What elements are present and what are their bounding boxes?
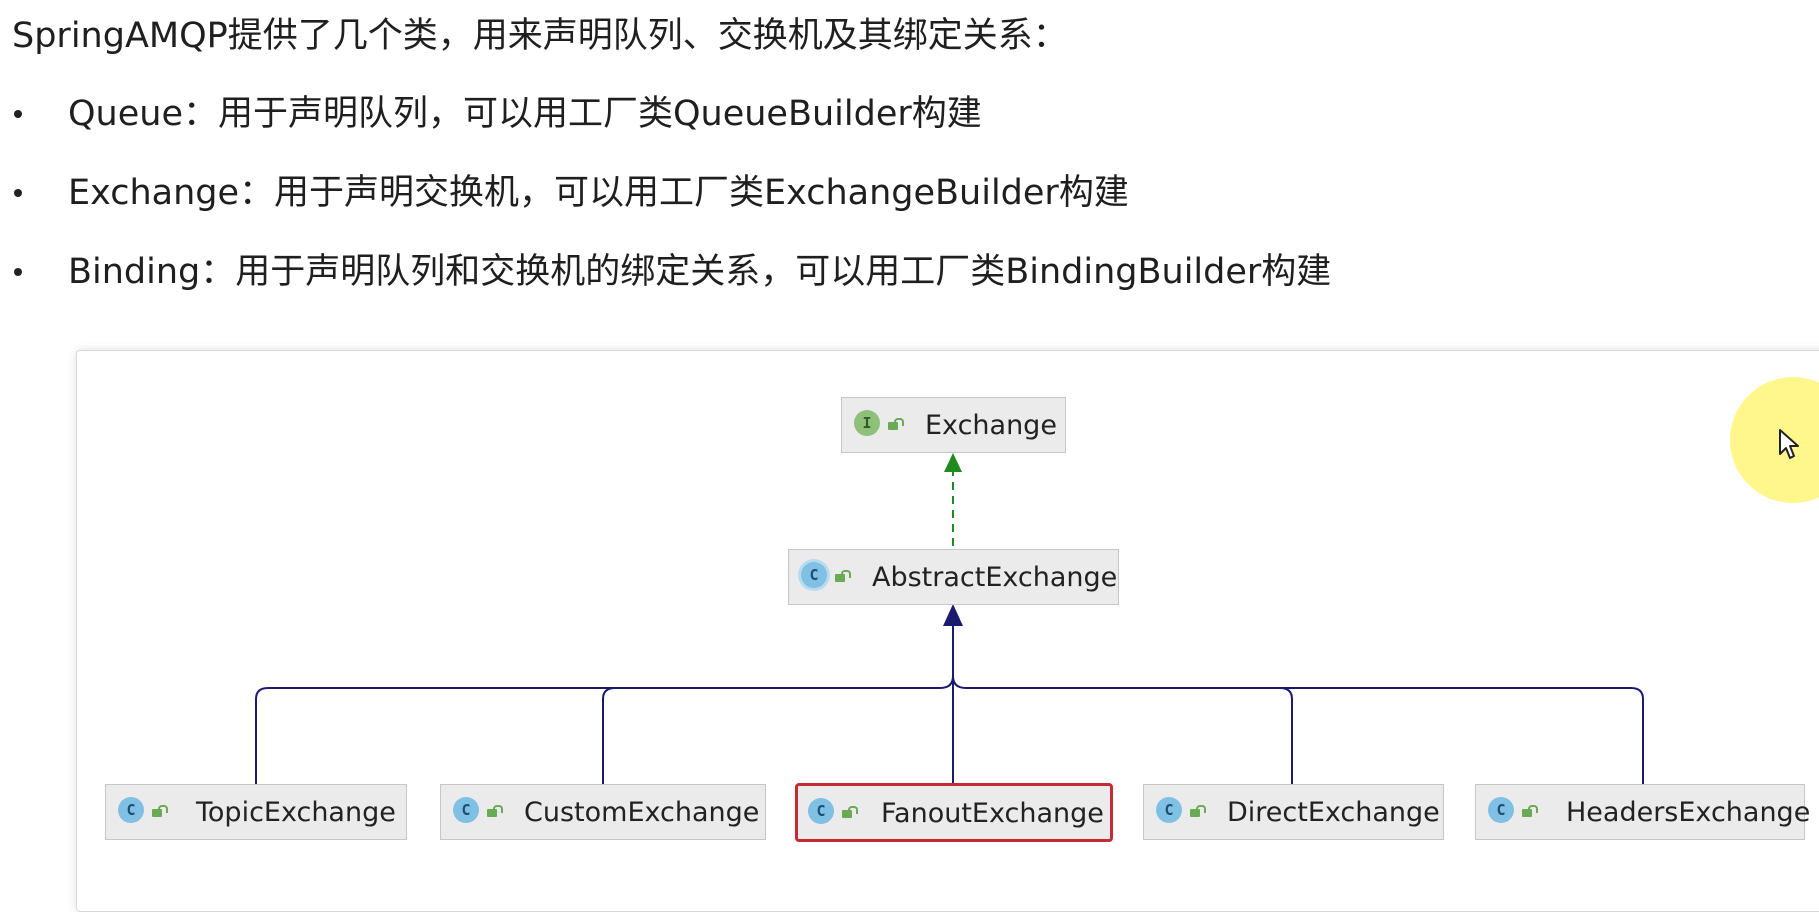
lock-icon	[1190, 805, 1206, 817]
lock-icon	[835, 570, 851, 582]
edge-headers	[1280, 687, 1644, 784]
bullet-dot	[14, 268, 22, 276]
lock-icon	[152, 805, 168, 817]
node-label: Exchange	[925, 410, 1057, 441]
class-icon: C	[118, 797, 144, 823]
node-exchange[interactable]: I Exchange	[841, 397, 1066, 453]
edge-custom	[602, 687, 940, 784]
bullet-item-queue: Queue：用于声明队列，可以用工厂类QueueBuilder构建	[0, 90, 1331, 169]
bullet-item-exchange: Exchange：用于声明交换机，可以用工厂类ExchangeBuilder构建	[0, 169, 1331, 248]
node-label: FanoutExchange	[881, 798, 1104, 829]
node-abstract-exchange[interactable]: C AbstractExchange	[788, 549, 1119, 605]
node-direct-exchange[interactable]: C DirectExchange	[1143, 784, 1444, 840]
node-label: DirectExchange	[1227, 797, 1440, 828]
node-label: TopicExchange	[196, 797, 396, 828]
class-icon: C	[1488, 797, 1514, 823]
abstract-class-icon: C	[801, 562, 827, 588]
bullet-dot	[14, 189, 22, 197]
lock-icon	[487, 805, 503, 817]
node-fanout-exchange[interactable]: C FanoutExchange	[795, 783, 1113, 842]
diagram-edges	[255, 453, 1644, 784]
edge-topic	[255, 675, 954, 784]
bullet-text: Binding：用于声明队列和交换机的绑定关系，可以用工厂类BindingBui…	[68, 252, 1332, 292]
edge-direct	[952, 675, 1293, 784]
implements-arrowhead	[944, 453, 962, 472]
node-headers-exchange[interactable]: C HeadersExchange	[1475, 784, 1810, 840]
class-icon: C	[808, 798, 834, 824]
extends-edges	[255, 620, 1644, 784]
class-icon: C	[453, 797, 479, 823]
bullet-text: Exchange：用于声明交换机，可以用工厂类ExchangeBuilder构建	[68, 173, 1129, 213]
interface-icon: I	[854, 410, 880, 436]
bullet-item-binding: Binding：用于声明队列和交换机的绑定关系，可以用工厂类BindingBui…	[0, 248, 1331, 327]
lock-icon	[888, 418, 904, 430]
lock-icon	[1522, 805, 1538, 817]
node-custom-exchange[interactable]: C CustomExchange	[440, 784, 766, 840]
node-label: CustomExchange	[524, 797, 760, 828]
lock-icon	[842, 806, 858, 818]
bullet-list: Queue：用于声明队列，可以用工厂类QueueBuilder构建 Exchan…	[0, 90, 1331, 327]
node-topic-exchange[interactable]: C TopicExchange	[105, 784, 407, 840]
node-label: AbstractExchange	[872, 562, 1118, 593]
node-label: HeadersExchange	[1566, 797, 1811, 828]
extends-arrowhead	[943, 604, 963, 626]
class-icon: C	[1156, 797, 1182, 823]
bullet-dot	[14, 110, 22, 118]
intro-text: SpringAMQP提供了几个类，用来声明队列、交换机及其绑定关系：	[12, 16, 1068, 56]
mouse-pointer-icon	[1779, 429, 1799, 459]
bullet-text: Queue：用于声明队列，可以用工厂类QueueBuilder构建	[68, 94, 982, 134]
